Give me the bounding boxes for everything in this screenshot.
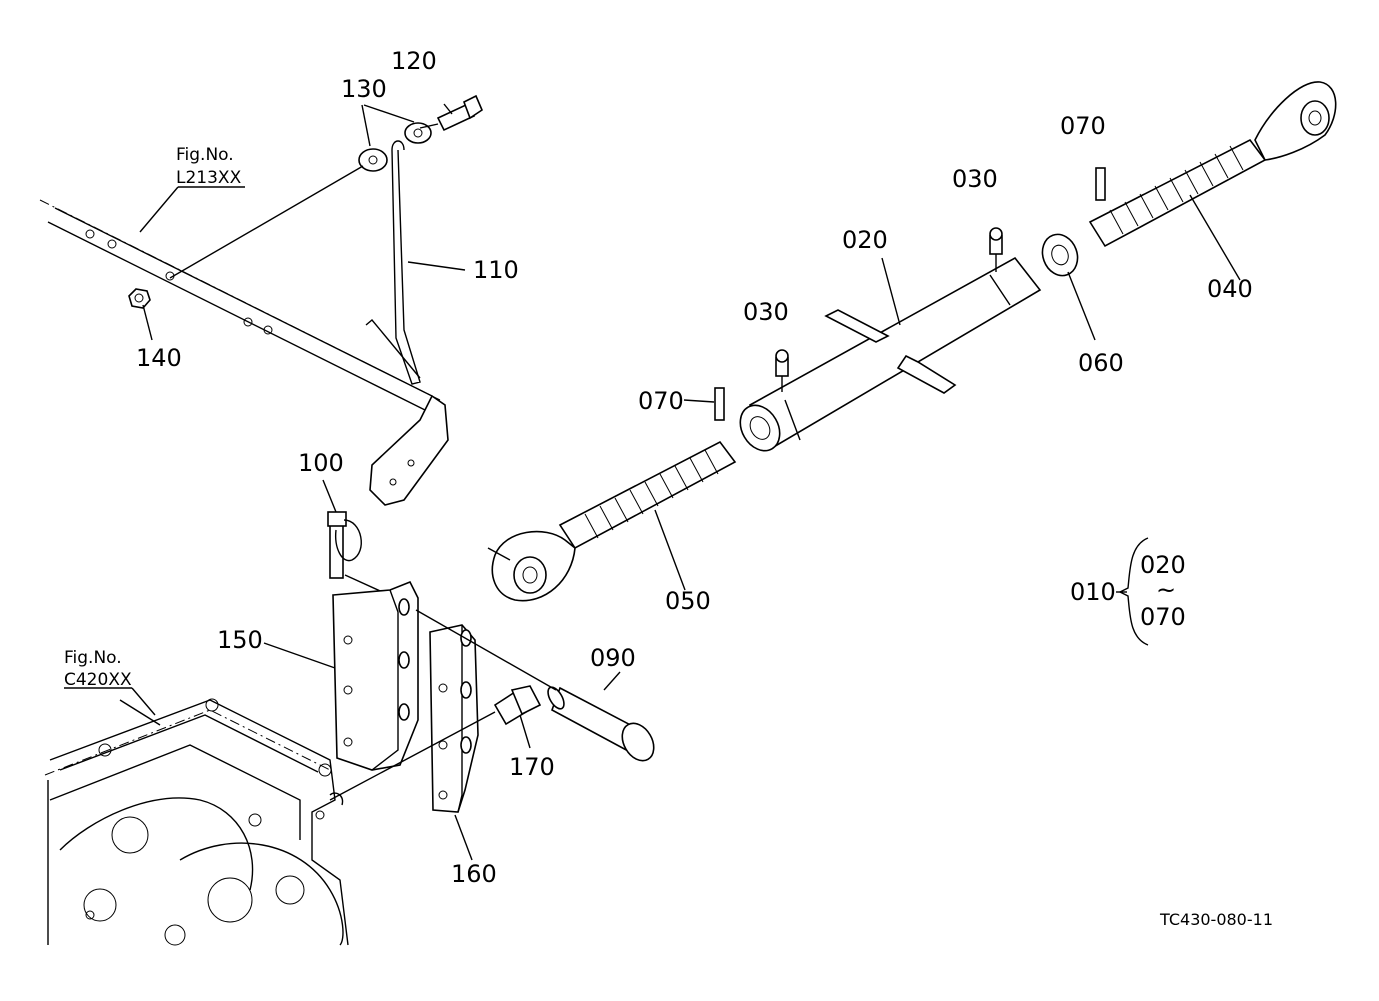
spring-clip-110: [365, 140, 466, 385]
fig-ref-1-label: Fig.No.: [176, 145, 234, 165]
callout-100: 100: [298, 449, 344, 477]
grease-nipple-030-right: [989, 227, 1003, 272]
fig-ref-2-number: C420XX: [64, 670, 132, 690]
callout-170: 170: [509, 753, 555, 781]
pin-090: [415, 609, 655, 762]
bolt-120: [419, 94, 483, 132]
washers-130: [169, 104, 432, 279]
callout-090: 090: [590, 644, 636, 672]
nut-140: [128, 288, 153, 341]
assembly-brace: [1116, 537, 1149, 646]
frame-bar: [39, 199, 449, 506]
callout-140: 140: [136, 344, 182, 372]
callout-030-right: 030: [952, 165, 998, 193]
callout-110: 110: [473, 256, 519, 284]
callout-060: 060: [1078, 349, 1124, 377]
assembly-to: 070: [1140, 603, 1186, 631]
callout-130: 130: [341, 75, 387, 103]
turnbuckle-body-020: [739, 256, 1042, 452]
lynch-pin-100: [322, 479, 401, 601]
spring-pin-070-right: [1095, 167, 1106, 201]
rod-end-040: [1088, 81, 1337, 281]
bracket-150: [263, 580, 419, 771]
callout-150: 150: [217, 626, 263, 654]
assembly-tilde: ~: [1156, 576, 1176, 604]
callout-030-left: 030: [743, 298, 789, 326]
rod-end-050: [487, 440, 737, 602]
transmission-housing: [44, 698, 349, 946]
diagram-code: TC430-080-11: [1159, 910, 1273, 929]
assembly-from: 020: [1140, 551, 1186, 579]
fig-ref-2-label: Fig.No.: [64, 648, 122, 668]
bolt-170: [329, 685, 542, 801]
bracket-160: [429, 624, 479, 861]
fig-ref-leader-2: [131, 687, 156, 716]
fig-ref-leader-1: [139, 186, 179, 233]
callout-020: 020: [842, 226, 888, 254]
callout-040: 040: [1207, 275, 1253, 303]
callout-070-left: 070: [638, 387, 684, 415]
callout-160: 160: [451, 860, 497, 888]
callout-120: 120: [391, 47, 437, 75]
grease-nipple-030-left: [775, 349, 789, 392]
callout-070-right: 070: [1060, 112, 1106, 140]
lock-nut-060: [1041, 233, 1096, 341]
assembly-id: 010: [1070, 578, 1116, 606]
spring-pin-070-left: [683, 387, 725, 421]
callout-050: 050: [665, 587, 711, 615]
fig-ref-1-number: L213XX: [176, 168, 242, 188]
